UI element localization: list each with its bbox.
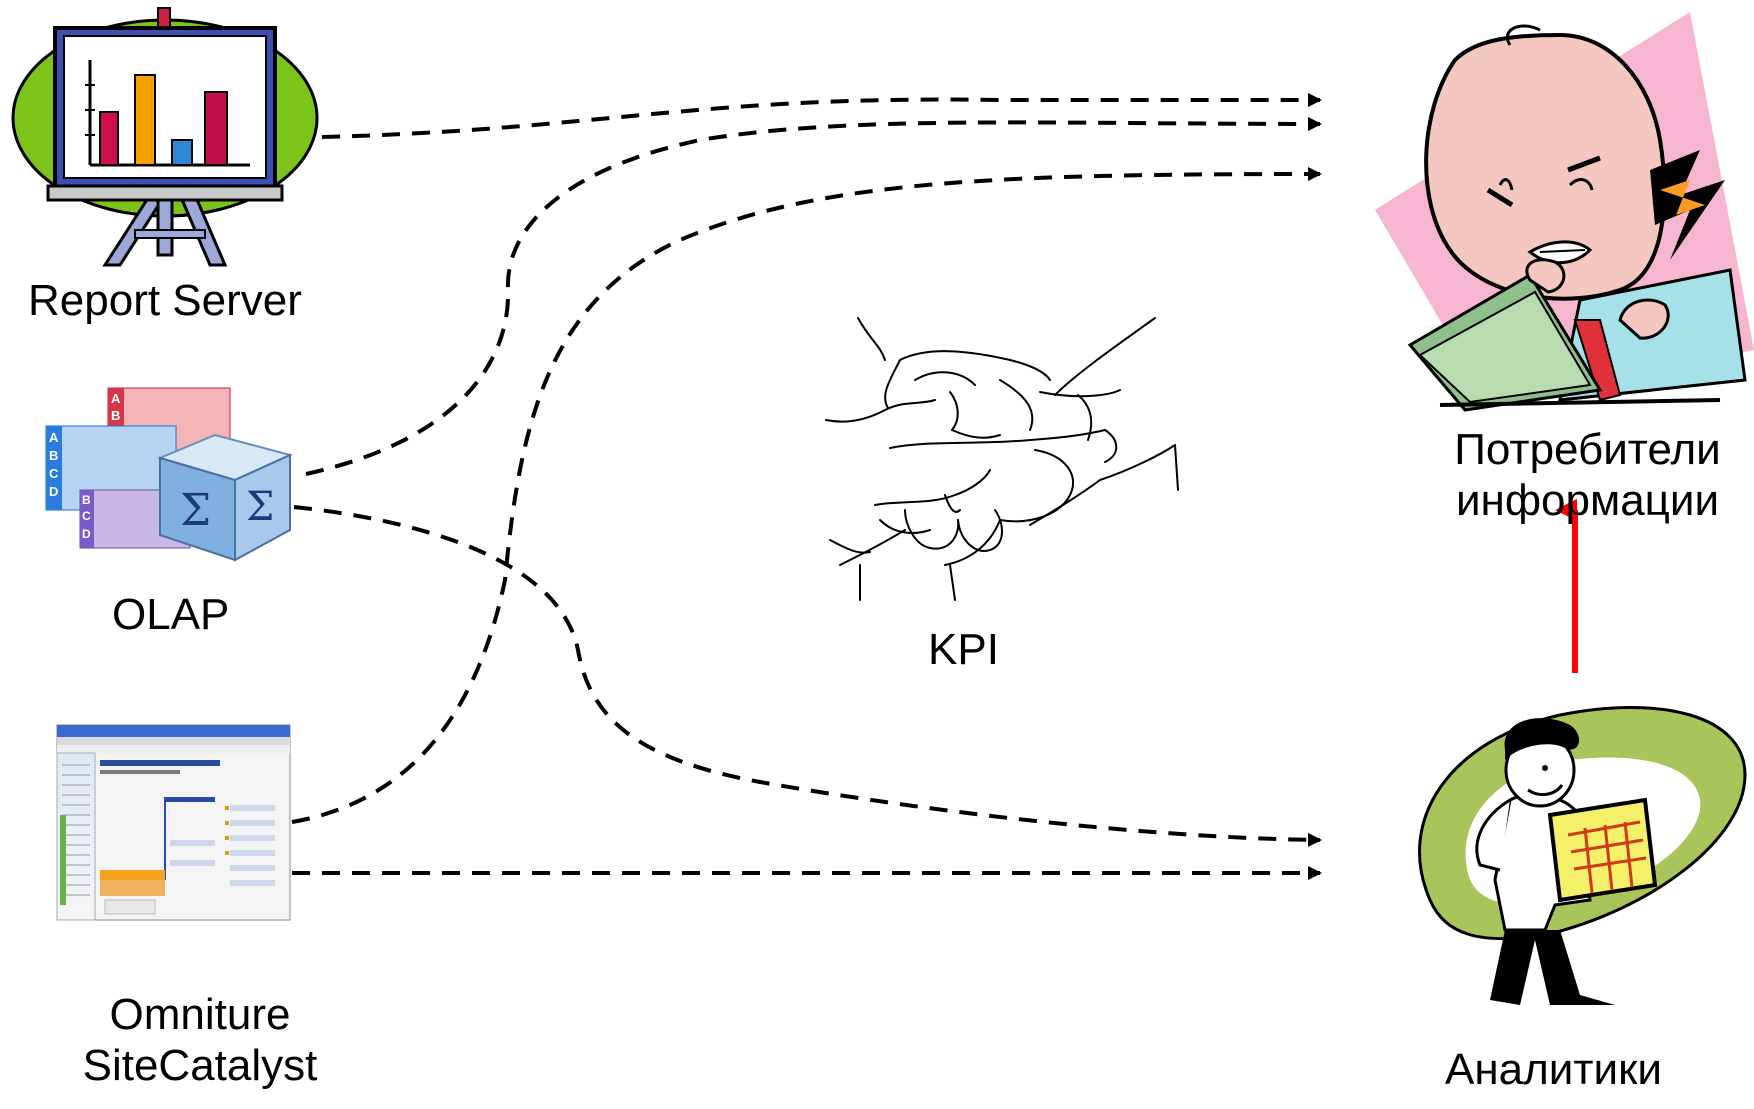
kpi-label: KPI <box>928 625 999 674</box>
svg-text:C: C <box>82 509 91 523</box>
arrow-report-server-to-consumers <box>321 93 1322 139</box>
svg-text:Σ: Σ <box>246 484 274 530</box>
svg-text:Σ: Σ <box>180 485 211 536</box>
analysts-label: Аналитики <box>1445 1045 1662 1094</box>
svg-text:D: D <box>82 527 91 541</box>
connector-arrows <box>291 93 1322 880</box>
svg-text:A: A <box>111 391 121 406</box>
omniture-label-line2: SiteCatalyst <box>82 1040 318 1090</box>
report-server-label: Report Server <box>28 276 302 325</box>
arrow-olap-to-consumers <box>305 116 1322 476</box>
omniture-label-line1: Omniture <box>109 990 291 1039</box>
analyst-presenting-chart-icon <box>1418 706 1747 1005</box>
arrow-omniture-to-consumers <box>291 167 1322 824</box>
svg-text:C: C <box>49 466 59 481</box>
web-report-screenshot-icon <box>56 724 291 921</box>
consumers-label-line1: Потребители <box>1454 425 1721 474</box>
arrow-olap-to-analysts <box>293 505 1322 847</box>
svg-text:A: A <box>49 430 59 445</box>
svg-text:B: B <box>49 448 58 463</box>
svg-text:D: D <box>49 484 58 499</box>
olap-label: OLAP <box>112 590 230 639</box>
svg-text:B: B <box>82 493 91 507</box>
hands-icon <box>825 317 1179 601</box>
angry-businessman-icon <box>1375 12 1754 412</box>
svg-text:B: B <box>111 408 120 423</box>
omniture-label: Omniture SiteCatalyst <box>50 990 350 1091</box>
consumers-label: Потребители информации <box>1425 425 1750 526</box>
presentation-easel-icon <box>11 7 319 267</box>
consumers-label-line2: информации <box>1455 475 1720 525</box>
